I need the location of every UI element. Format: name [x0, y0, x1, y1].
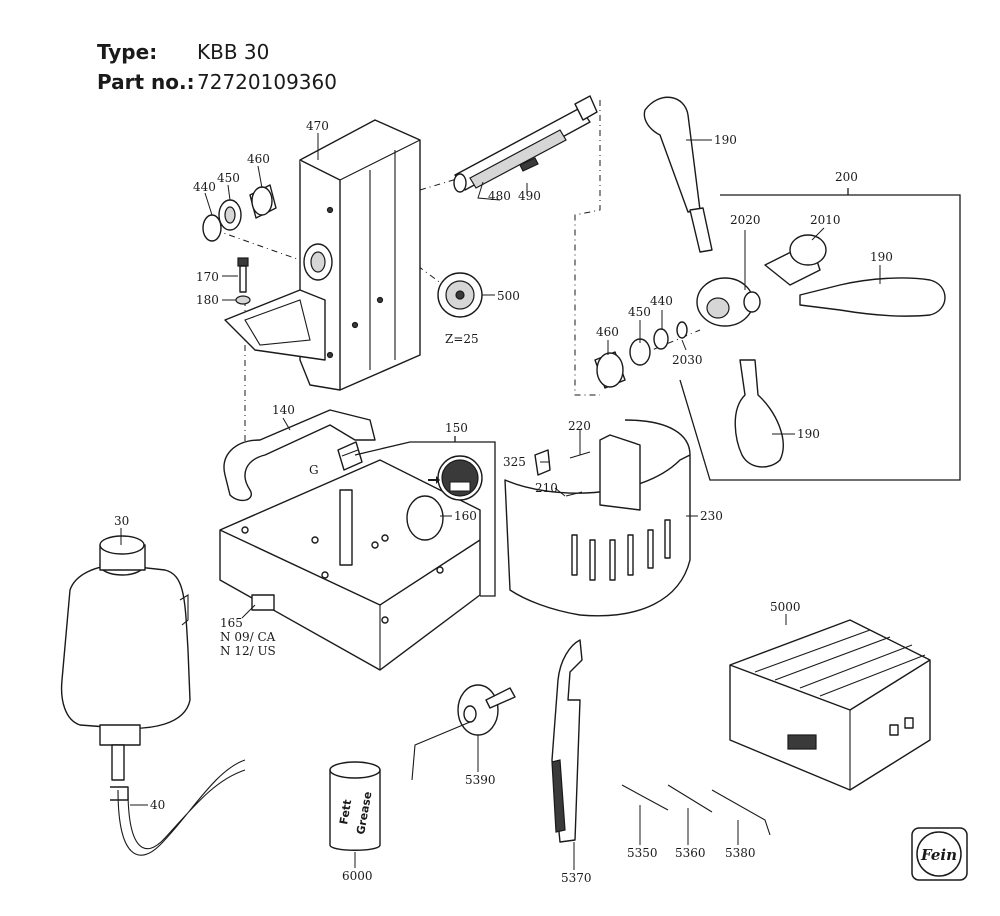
callout-150: 150 — [445, 421, 468, 435]
callout-460-right: 460 — [596, 325, 619, 339]
callout-230: 230 — [700, 509, 723, 523]
callout-440-left: 440 — [193, 180, 216, 194]
handle-190-right — [799, 277, 946, 317]
coolant-tank-30 — [60, 535, 191, 801]
callout-5360: 5360 — [675, 846, 706, 860]
callout-170: 170 — [196, 270, 219, 284]
switch-symbol-badge — [428, 455, 483, 501]
part-number-value: 72720109360 — [197, 70, 337, 94]
gear-500 — [437, 272, 483, 318]
callout-220: 220 — [568, 419, 591, 433]
callout-160: 160 — [454, 509, 477, 523]
callout-140: 140 — [272, 403, 295, 417]
callout-6000: 6000 — [342, 869, 373, 883]
callout-2020: 2020 — [730, 213, 761, 227]
callout-2030: 2030 — [672, 353, 703, 367]
grease-can-6000: Fett Grease — [329, 761, 381, 851]
callout-5000: 5000 — [770, 600, 801, 614]
callout-190-bottom: 190 — [797, 427, 820, 441]
hex-key-5380 — [711, 789, 771, 836]
screw-170 — [237, 257, 249, 293]
disc-160 — [406, 495, 444, 541]
pin-5360 — [667, 784, 713, 813]
bushing-set-right — [594, 321, 688, 389]
callout-470: 470 — [306, 119, 329, 133]
group-bracket-150 — [354, 441, 496, 597]
callout-190-right: 190 — [870, 250, 893, 264]
chip-guard-230 — [504, 419, 691, 617]
type-label: Type: — [97, 40, 158, 64]
hook-tool-5370 — [551, 639, 583, 843]
key-490 — [519, 157, 539, 172]
callout-n09-ca: N 09/ CA — [220, 630, 276, 644]
callout-210: 210 — [535, 481, 558, 495]
callout-450-left: 450 — [217, 171, 240, 185]
shaft-480 — [453, 95, 598, 193]
callout-5390: 5390 — [465, 773, 496, 787]
callout-180: 180 — [196, 293, 219, 307]
can-label-fett: Fett — [337, 799, 354, 826]
leader-lines — [120, 133, 881, 870]
bushing-set-left — [202, 184, 277, 242]
group-bracket-200 — [679, 194, 961, 481]
callout-30: 30 — [114, 514, 129, 528]
carrying-case-5000 — [729, 619, 931, 791]
logo-text: Fein — [920, 846, 957, 864]
callout-165: 165 — [220, 616, 243, 630]
part-number-label: Part no.: — [97, 70, 195, 94]
fein-logo: Fein — [911, 827, 968, 881]
callout-480: 480 — [488, 189, 511, 203]
callout-5380: 5380 — [725, 846, 756, 860]
callout-200: 200 — [835, 170, 858, 184]
callout-g: G — [309, 463, 319, 477]
callout-460-left: 460 — [247, 152, 270, 166]
pin-5350 — [621, 784, 669, 811]
handle-190-top — [643, 96, 713, 253]
column-frame-470 — [224, 119, 421, 391]
cover-handle-140 — [223, 409, 376, 502]
callout-n12-us: N 12/ US — [220, 644, 276, 658]
callout-325: 325 — [503, 455, 526, 469]
callout-2010: 2010 — [810, 213, 841, 227]
callout-5350: 5350 — [627, 846, 658, 860]
callout-440-right: 440 — [650, 294, 673, 308]
hub-assembly-200 — [696, 234, 827, 327]
hose-40 — [117, 759, 246, 856]
callout-labels: 470 460 450 440 170 180 480 490 500 Z=25… — [114, 119, 893, 885]
callout-40: 40 — [150, 798, 165, 812]
callout-490: 490 — [518, 189, 541, 203]
callout-450-right: 450 — [628, 305, 651, 319]
connector-150 — [337, 441, 363, 471]
callout-500: 500 — [497, 289, 520, 303]
callout-190-top: 190 — [714, 133, 737, 147]
callout-5370: 5370 — [561, 871, 592, 885]
washer-180 — [235, 295, 251, 305]
centering-tool-5390 — [411, 684, 516, 781]
type-value: KBB 30 — [197, 40, 270, 64]
handle-190-bottom — [734, 359, 784, 468]
gear-teeth-count: Z=25 — [445, 332, 479, 346]
